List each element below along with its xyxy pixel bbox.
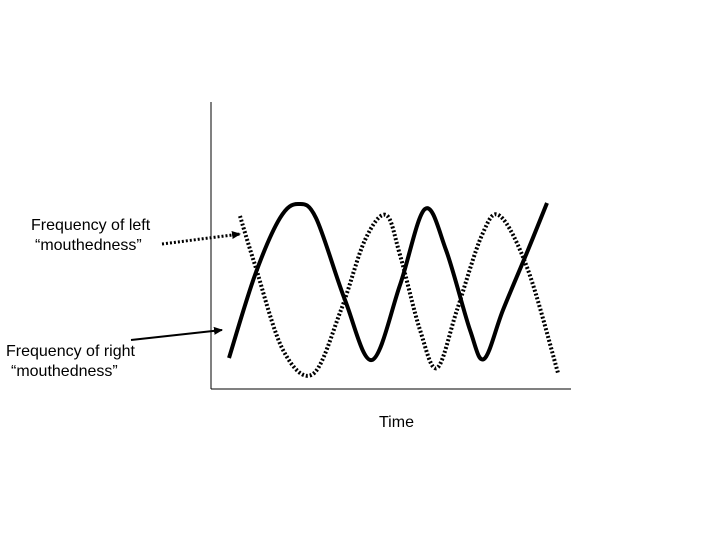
- right-label-arrow: [130, 326, 223, 341]
- left-label-line1: Frequency of left: [31, 217, 151, 234]
- left-label-arrow: [161, 231, 241, 246]
- right-mouthedness-label: Frequency of right “mouthedness”: [6, 342, 135, 382]
- left-label-line2: “mouthedness”: [35, 237, 142, 254]
- right-label-line2: “mouthedness”: [11, 363, 118, 380]
- series-right-mouthedness-line: [227, 201, 549, 362]
- left-mouthedness-label: Frequency of left “mouthedness”: [31, 216, 150, 256]
- x-axis-label: Time: [379, 414, 414, 431]
- series-left-mouthedness-line: [238, 212, 560, 378]
- right-label-line1: Frequency of right: [6, 343, 135, 360]
